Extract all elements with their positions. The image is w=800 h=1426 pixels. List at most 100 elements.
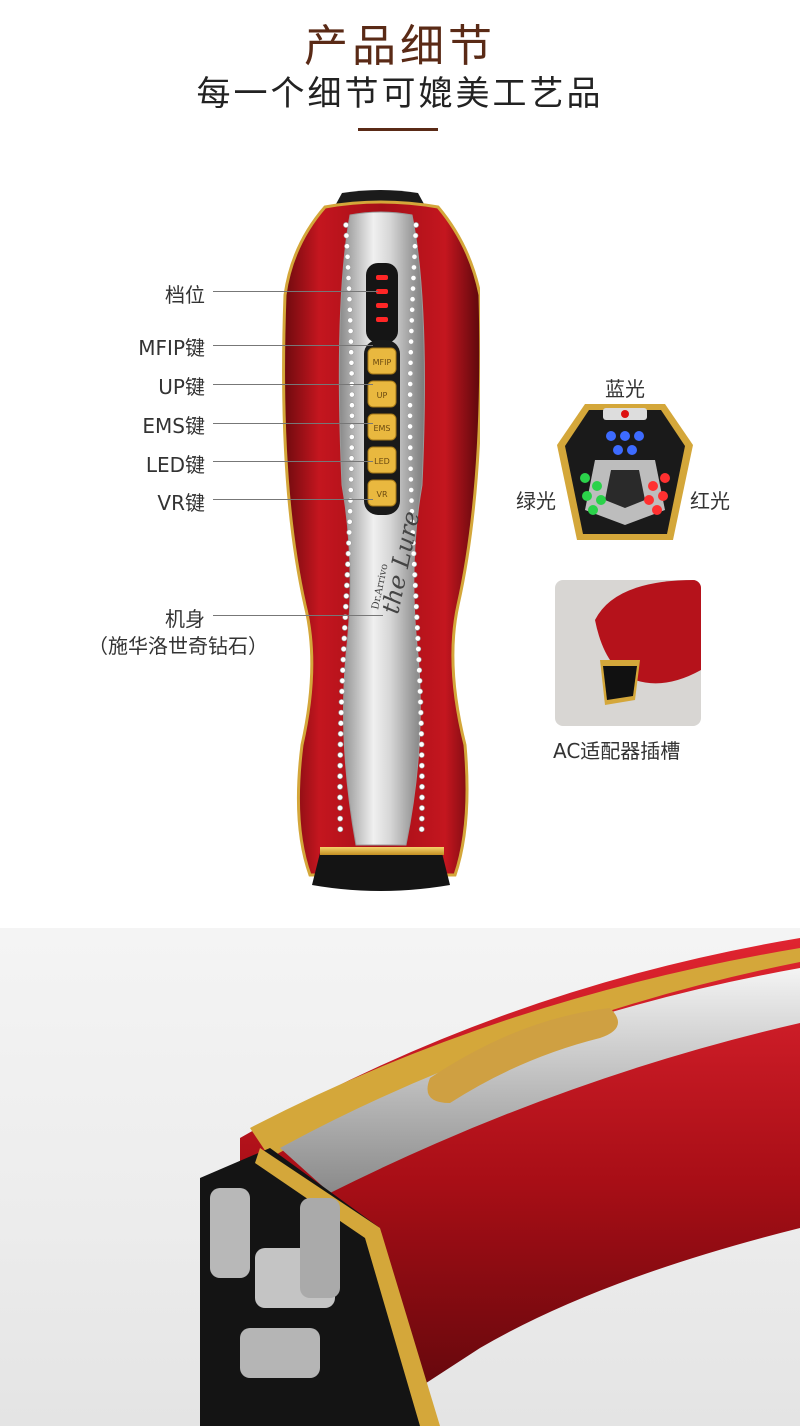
crystal-stone	[345, 540, 352, 546]
crystal-stone	[410, 550, 417, 557]
device-button-label: VR	[376, 490, 387, 499]
crystal-stone	[340, 646, 347, 652]
crystal-stone	[412, 243, 418, 250]
crystal-stone	[418, 815, 425, 822]
crystal-stone	[346, 306, 353, 313]
crystal-stone	[407, 455, 414, 462]
leader-line-mfip	[213, 345, 373, 346]
crystal-stone	[346, 518, 353, 525]
crystal-stone	[407, 391, 413, 398]
crystal-stone	[408, 317, 415, 324]
crystal-stone	[341, 624, 348, 631]
crystal-stone	[407, 444, 414, 451]
crystal-stone	[417, 688, 423, 695]
crystal-stone	[344, 243, 350, 250]
device-button-label: LED	[374, 457, 390, 466]
crystal-stone	[413, 614, 420, 621]
label-blue-light: 蓝光	[605, 377, 645, 401]
crystal-stone	[339, 688, 345, 695]
crystal-stone	[418, 826, 425, 833]
crystal-stone	[337, 815, 344, 822]
crystal-stone	[408, 338, 414, 345]
crystal-stone	[337, 741, 344, 748]
crystal-stone	[348, 349, 355, 356]
crystal-stone	[337, 762, 344, 769]
crystal-stone	[343, 593, 350, 599]
crystal-stone	[339, 677, 346, 684]
crystal-stone	[348, 455, 355, 462]
crystal-stone	[337, 794, 343, 801]
device-button-label: UP	[377, 391, 388, 400]
crystal-stone	[339, 667, 346, 674]
crystal-stone	[419, 773, 425, 780]
crystal-stone	[407, 402, 413, 409]
crystal-stone	[348, 359, 355, 366]
crystal-stone	[343, 222, 349, 228]
crystal-stone	[415, 656, 422, 663]
crystal-stone	[412, 582, 419, 589]
callout-vr: VR键	[157, 491, 205, 515]
crystal-stone	[407, 381, 414, 387]
device-closeup-image	[0, 928, 800, 1426]
crystal-stone	[348, 338, 354, 345]
leader-line-led	[213, 461, 373, 462]
device-head-image	[557, 404, 693, 540]
crystal-stone	[345, 275, 352, 281]
crystal-stone	[348, 434, 355, 440]
crystal-stone	[347, 328, 354, 334]
crystal-stone	[337, 805, 343, 811]
crystal-stone	[349, 412, 355, 419]
crystal-stone	[347, 487, 354, 493]
title-divider	[358, 128, 438, 131]
crystal-stone	[407, 412, 413, 419]
crystal-stone	[410, 275, 417, 281]
crystal-stone	[410, 285, 416, 292]
crystal-stone	[348, 476, 355, 483]
crystal-stone	[344, 561, 351, 568]
crystal-stone	[340, 656, 347, 663]
crystal-stone	[409, 296, 416, 303]
crystal-stone	[419, 794, 425, 801]
crystal-stone	[413, 603, 420, 610]
device-button-ems	[367, 413, 397, 441]
crystal-stone	[347, 317, 354, 324]
crystal-stone	[411, 571, 418, 578]
callout-up: UP键	[158, 375, 205, 399]
crystal-stone	[412, 593, 419, 599]
ac-slot-image	[555, 580, 701, 726]
callout-led: LED键	[145, 453, 205, 477]
crystal-stone	[412, 232, 419, 239]
crystal-stone	[407, 359, 414, 366]
crystal-stone	[409, 306, 416, 313]
crystal-stone	[343, 582, 350, 589]
device-button-label: MFIP	[373, 358, 392, 367]
callout-body-sub: （施华洛世奇钻石）	[88, 634, 268, 658]
crystal-stone	[407, 349, 414, 356]
device-button-led	[367, 446, 397, 474]
crystal-stone	[418, 762, 425, 769]
crystal-stone	[413, 222, 419, 228]
crystal-stone	[348, 465, 355, 472]
crystal-stone	[349, 391, 355, 398]
leader-line-body	[213, 615, 383, 616]
crystal-stone	[410, 540, 417, 546]
callout-body: 机身	[165, 607, 205, 631]
callout-mfip: MFIP键	[138, 336, 205, 360]
device-button-label: EMS	[373, 424, 390, 433]
crystal-stone	[408, 328, 415, 334]
crystal-stone	[418, 730, 425, 737]
crystal-stone	[347, 508, 354, 515]
crystal-stone	[337, 826, 344, 833]
crystal-stone	[414, 635, 421, 642]
crystal-stone	[348, 381, 355, 387]
crystal-stone	[407, 476, 414, 483]
crystal-stone	[341, 635, 348, 642]
crystal-stone	[346, 529, 353, 536]
crystal-stone	[407, 423, 413, 430]
label-red-light: 红光	[690, 489, 730, 513]
crystal-stone	[344, 571, 351, 578]
crystal-stone	[411, 561, 418, 568]
device-button-mfip	[367, 347, 397, 375]
crystal-stone	[411, 253, 418, 260]
crystal-stone	[348, 370, 355, 377]
